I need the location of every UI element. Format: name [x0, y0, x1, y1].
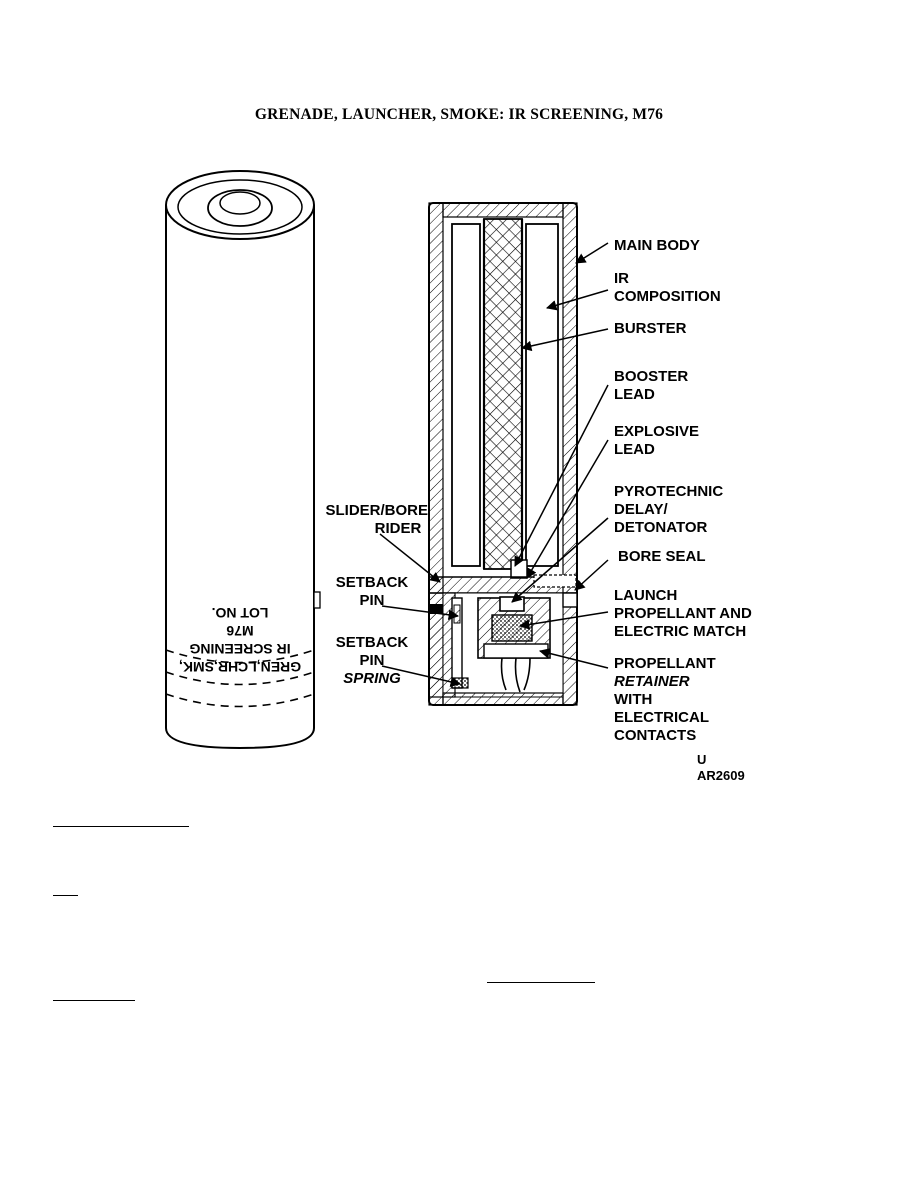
- label-main-body: MAIN BODY: [614, 237, 700, 254]
- label-retainer-line1: PROPELLANT: [614, 655, 716, 672]
- label-launch-line2: PROPELLANT AND: [614, 605, 752, 622]
- figure-code-line2: AR2609: [697, 768, 745, 783]
- label-slider-line1: SLIDER/BORE: [325, 502, 428, 519]
- label-setback-pin-line2: PIN: [359, 592, 384, 609]
- exterior-view: GREN,LCHR,SMK, IR SCREENING M76 LOT NO.: [165, 170, 321, 750]
- label-spring-line2: PIN: [359, 652, 384, 669]
- stencil-line-4: LOT NO.: [212, 605, 269, 621]
- label-retainer-line4: ELECTRICAL: [614, 709, 709, 726]
- label-retainer-line5: CONTACTS: [614, 727, 696, 744]
- label-booster-line1: BOOSTER: [614, 368, 688, 385]
- label-spring-line1: SETBACK: [336, 634, 409, 651]
- underline-rule-2: [53, 895, 78, 896]
- figure-title: GRENADE, LAUNCHER, SMOKE: IR SCREENING, …: [254, 106, 664, 123]
- stencil-line-2: IR SCREENING: [189, 641, 290, 657]
- label-pyro-line1: PYROTECHNIC: [614, 483, 723, 500]
- label-ir-line1: IR: [614, 270, 629, 287]
- figure-code-line1: U: [697, 752, 706, 767]
- label-launch-line3: ELECTRIC MATCH: [614, 623, 746, 640]
- label-launch-line1: LAUNCH: [614, 587, 677, 604]
- label-pyro-line2: DELAY/: [614, 501, 668, 518]
- stencil-marking: GREN,LCHR,SMK, IR SCREENING M76 LOT NO.: [179, 605, 301, 675]
- leader-lines: [379, 242, 609, 687]
- underline-rule-3: [487, 982, 595, 983]
- stencil-line-1: GREN,LCHR,SMK,: [179, 659, 301, 675]
- label-explosive-line1: EXPLOSIVE: [614, 423, 699, 440]
- label-ir-line2: COMPOSITION: [614, 288, 721, 305]
- label-setback-pin-line1: SETBACK: [336, 574, 409, 591]
- label-booster-line2: LEAD: [614, 386, 655, 403]
- label-spring-line3: SPRING: [343, 670, 401, 687]
- label-burster: BURSTER: [614, 320, 687, 337]
- stencil-line-3: M76: [226, 623, 253, 639]
- callout-labels: MAIN BODY IR COMPOSITION BURSTER BOOSTER…: [325, 237, 751, 783]
- underline-rule-4: [53, 1000, 135, 1001]
- underline-rule-1: [53, 826, 189, 827]
- label-retainer-line2: RETAINER: [614, 673, 690, 690]
- label-pyro-line3: DETONATOR: [614, 519, 708, 536]
- label-retainer-line3: WITH: [614, 691, 652, 708]
- label-explosive-line2: LEAD: [614, 441, 655, 458]
- cutaway-view: [428, 202, 578, 706]
- label-bore-seal: BORE SEAL: [618, 548, 706, 565]
- label-slider-line2: RIDER: [375, 520, 422, 537]
